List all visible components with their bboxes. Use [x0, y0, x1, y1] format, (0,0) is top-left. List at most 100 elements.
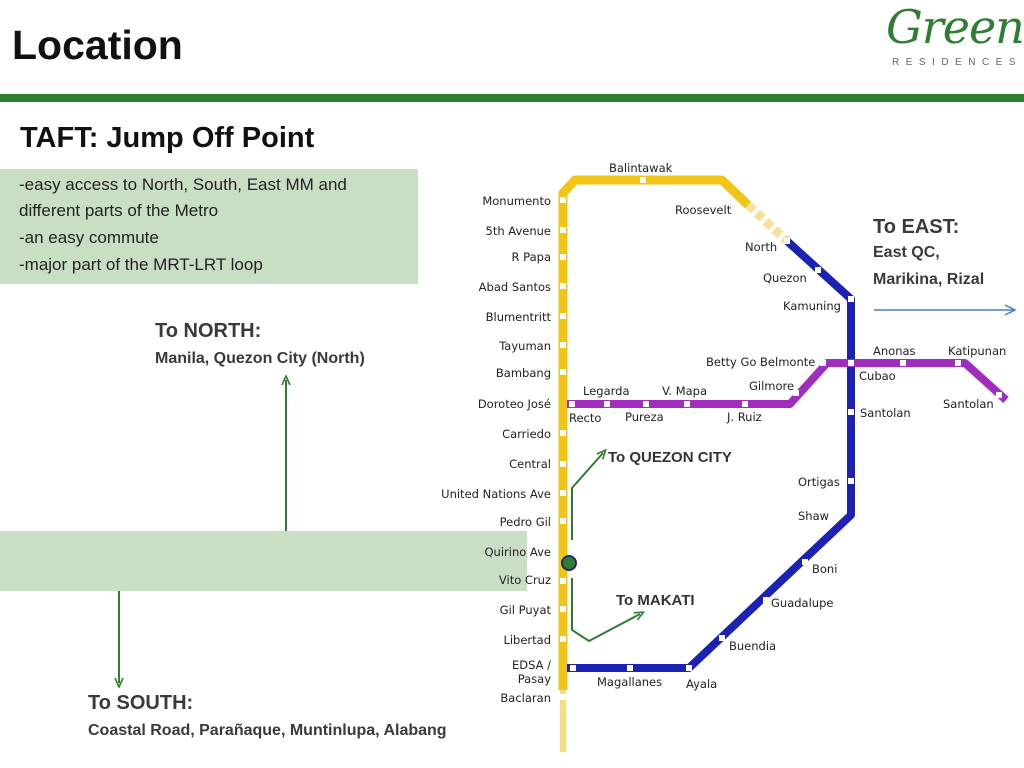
station-label: Guadalupe	[771, 596, 833, 610]
station-label: Pureza	[625, 410, 664, 424]
station-marker	[784, 238, 790, 244]
station-marker	[570, 665, 576, 671]
station-label: Tayuman	[498, 339, 551, 353]
green-residences-logo: Green RESIDENCES	[878, 0, 1024, 74]
station-marker	[560, 490, 566, 496]
station-label: Anonas	[873, 344, 916, 358]
purple-line-stations	[569, 360, 1002, 407]
station-label: R Papa	[512, 250, 551, 264]
station-marker	[955, 360, 961, 366]
south-heading: To SOUTH:	[88, 692, 194, 714]
station-label: V. Mapa	[662, 384, 707, 398]
notes-panel: -easy access to North, South, East MM an…	[0, 169, 418, 284]
station-marker	[560, 606, 566, 612]
station-marker	[560, 227, 566, 233]
station-marker	[560, 518, 566, 524]
note-line: -an easy commute	[19, 228, 159, 247]
station-marker	[815, 267, 821, 273]
location-pin-icon	[561, 555, 577, 571]
station-marker	[848, 296, 854, 302]
station-label: Abad Santos	[479, 280, 551, 294]
station-marker	[848, 409, 854, 415]
station-marker	[560, 636, 566, 642]
station-label: Recto	[569, 411, 601, 425]
station-label: Pedro Gil	[500, 515, 551, 529]
station-label: Santolan	[943, 397, 994, 411]
station-label: Santolan	[860, 406, 911, 420]
station-label: Ayala	[686, 677, 717, 691]
purple-line	[567, 359, 1009, 408]
yellow-line	[558, 175, 752, 690]
station-label: Central	[509, 457, 551, 471]
station-label: Legarda	[583, 384, 630, 398]
station-label: Baclaran	[500, 691, 551, 705]
station-label: Buendia	[729, 639, 776, 653]
blue-line-labels: Roosevelt North Quezon Kamuning Cubao Sa…	[597, 203, 911, 691]
station-label: Carriedo	[502, 427, 551, 441]
station-marker	[684, 401, 690, 407]
station-marker	[719, 635, 725, 641]
station-marker	[604, 401, 610, 407]
station-marker	[569, 401, 575, 407]
station-label: 5th Avenue	[486, 224, 552, 238]
station-label: Bambang	[496, 366, 551, 380]
station-marker	[560, 254, 566, 260]
station-marker	[763, 597, 769, 603]
station-label: Blumentritt	[486, 310, 552, 324]
station-label: Gilmore	[749, 379, 794, 393]
station-label: Betty Go Belmonte	[706, 355, 815, 369]
station-label: Quezon	[763, 271, 807, 285]
station-label: Quirino Ave	[484, 545, 551, 559]
section-subtitle: TAFT: Jump Off Point	[20, 122, 315, 154]
blue-line	[567, 238, 855, 672]
station-label: Balintawak	[609, 161, 673, 175]
location-band	[0, 531, 527, 591]
station-label: Katipunan	[948, 344, 1006, 358]
station-marker	[640, 177, 646, 183]
station-marker	[793, 390, 799, 396]
station-label: Kamuning	[783, 299, 841, 313]
station-marker	[848, 478, 854, 484]
note-line: -major part of the MRT-LRT loop	[19, 255, 263, 274]
station-marker	[802, 559, 808, 565]
station-marker	[560, 342, 566, 348]
station-label: Pasay	[518, 672, 552, 686]
station-label: J. Ruiz	[726, 410, 762, 424]
page-title: Location	[12, 22, 183, 68]
note-line: different parts of the Metro	[19, 201, 219, 220]
station-label: Monumento	[482, 194, 551, 208]
north-detail: Manila, Quezon City (North)	[155, 350, 365, 367]
quezon-city-label: To QUEZON CITY	[608, 449, 732, 466]
station-label: Doroteo José	[478, 397, 551, 411]
station-marker	[900, 360, 906, 366]
yellow-line-labels: Balintawak Monumento 5th Avenue R Papa A…	[441, 161, 672, 705]
station-marker	[560, 283, 566, 289]
quezon-city-arrow	[571, 453, 603, 540]
station-label: United Nations Ave	[441, 487, 551, 501]
north-heading: To NORTH:	[155, 320, 262, 342]
station-label: EDSA /Pasay	[512, 658, 551, 686]
east-heading: To EAST:	[873, 216, 960, 238]
station-marker	[560, 197, 566, 203]
station-label: Boni	[812, 562, 837, 576]
station-marker	[560, 313, 566, 319]
station-marker	[820, 360, 826, 366]
logo-wordmark: Green	[886, 0, 1024, 54]
station-label: Shaw	[798, 509, 829, 523]
station-marker	[848, 360, 854, 366]
station-label: Vito Cruz	[499, 573, 551, 587]
yellow-line-connector	[744, 201, 791, 245]
station-marker	[742, 401, 748, 407]
station-label: Cubao	[859, 369, 896, 383]
logo-subtitle: RESIDENCES	[892, 57, 1023, 68]
station-marker	[627, 665, 633, 671]
station-label: Magallanes	[597, 675, 662, 689]
station-marker	[560, 578, 566, 584]
station-marker	[996, 392, 1002, 398]
station-marker	[560, 461, 566, 467]
blue-line-stations	[570, 238, 854, 671]
south-detail: Coastal Road, Parañaque, Muntinlupa, Ala…	[88, 722, 447, 739]
station-marker	[686, 665, 692, 671]
station-label: Libertad	[503, 633, 551, 647]
